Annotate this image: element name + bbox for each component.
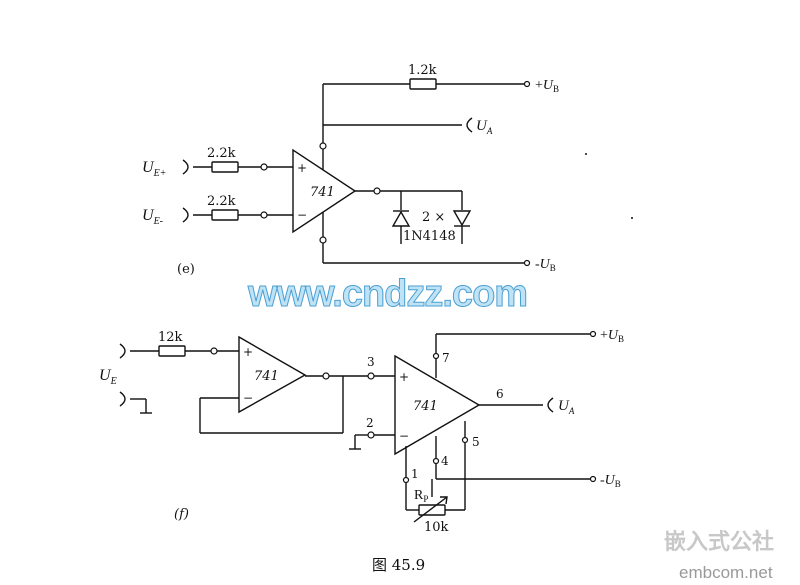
supply-neg-label: -UB xyxy=(600,473,621,489)
output-ua-terminal xyxy=(466,117,473,133)
node xyxy=(322,372,330,380)
pin-4-label: 4 xyxy=(441,454,449,468)
watermark-corner-cn: 嵌入式公社 xyxy=(664,529,774,554)
pin-3-node xyxy=(367,372,375,380)
diode-count-label: 2 × xyxy=(422,210,445,225)
pin-2-label: 2 xyxy=(366,416,374,430)
diode-2 xyxy=(452,210,472,227)
opamp-e-minus-sign: − xyxy=(297,208,307,222)
pin-1-label: 1 xyxy=(411,467,419,481)
watermark-main: www.cndzz.com xyxy=(247,273,527,315)
stray-dot xyxy=(585,153,587,155)
supply-neg-terminal xyxy=(589,475,597,483)
input-terminal xyxy=(119,343,126,359)
node xyxy=(319,142,327,150)
node xyxy=(260,163,268,171)
resistor-r-in-label: 12k xyxy=(158,330,183,345)
supply-pos-label: +UB xyxy=(600,328,624,344)
opamp-f2-label: 741 xyxy=(413,399,438,414)
node xyxy=(260,211,268,219)
resistor-r-top-label: 1.2k xyxy=(408,63,437,78)
circuit-f-label: (f) xyxy=(174,507,189,522)
resistor-r-minus-label: 2.2k xyxy=(207,194,236,209)
circuit-f: 12k UE 741 + − 3 2 741 + − xyxy=(99,328,624,535)
opamp-f2-triangle xyxy=(394,354,481,456)
pot-wiper-head xyxy=(440,496,448,505)
supply-neg-terminal xyxy=(523,259,531,267)
resistor-r-top xyxy=(409,78,437,90)
opamp-f1-plus-sign: + xyxy=(243,345,253,359)
circuit-e: UE+ 2.2k UE- 2.2k 741 + − 1.2k +UB UA xyxy=(142,63,633,277)
supply-neg-label: -UB xyxy=(535,257,556,273)
circuit-e-label: (e) xyxy=(177,262,195,277)
opamp-f1-label: 741 xyxy=(254,369,279,384)
supply-pos-terminal xyxy=(523,80,531,88)
opamp-e-label: 741 xyxy=(310,185,335,200)
resistor-r-plus xyxy=(211,161,239,173)
pin-1-node xyxy=(402,476,410,484)
pin-5-label: 5 xyxy=(472,435,480,449)
resistor-r-plus-label: 2.2k xyxy=(207,146,236,161)
diode-1 xyxy=(391,210,411,227)
output-ua-label: UA xyxy=(558,398,575,416)
opamp-f1-minus-sign: − xyxy=(243,391,253,405)
input-plus-terminal xyxy=(182,159,189,175)
stray-dot xyxy=(631,217,633,219)
pot-label: RP xyxy=(414,488,428,504)
watermark-corner-url: embcom.net xyxy=(679,563,773,582)
pin-3-label: 3 xyxy=(367,355,375,369)
opamp-f2-minus-sign: − xyxy=(399,429,409,443)
node xyxy=(373,187,381,195)
resistor-r-minus xyxy=(211,209,239,221)
pin-6-label: 6 xyxy=(496,387,504,401)
pot-value-label: 10k xyxy=(424,520,449,535)
input-minus-label: UE- xyxy=(142,207,163,227)
pin-2-node xyxy=(367,431,375,439)
figure-caption: 图 45.9 xyxy=(372,556,425,574)
node xyxy=(319,236,327,244)
supply-pos-label: +UB xyxy=(535,78,559,94)
potentiometer-rp xyxy=(418,504,446,516)
pin-7-label: 7 xyxy=(442,351,450,365)
opamp-f1-triangle xyxy=(238,335,307,414)
input-label: UE xyxy=(99,367,117,387)
pin-5-node xyxy=(461,436,469,444)
input-ground-terminal xyxy=(119,391,126,407)
node xyxy=(210,347,218,355)
diode-type-label: 1N4148 xyxy=(403,229,456,244)
input-plus-label: UE+ xyxy=(142,159,166,179)
pot-wiper-arrow xyxy=(413,496,448,523)
resistor-r-in xyxy=(158,345,186,357)
output-ua-label: UA xyxy=(476,118,493,136)
pin-4-node xyxy=(432,457,440,465)
output-ua-terminal xyxy=(547,397,554,413)
input-minus-terminal xyxy=(182,207,189,223)
supply-pos-terminal xyxy=(589,330,597,338)
pin-7-node xyxy=(432,352,440,360)
opamp-f2-plus-sign: + xyxy=(399,370,409,384)
opamp-e-plus-sign: + xyxy=(297,161,307,175)
opamp-e-triangle xyxy=(292,148,357,234)
